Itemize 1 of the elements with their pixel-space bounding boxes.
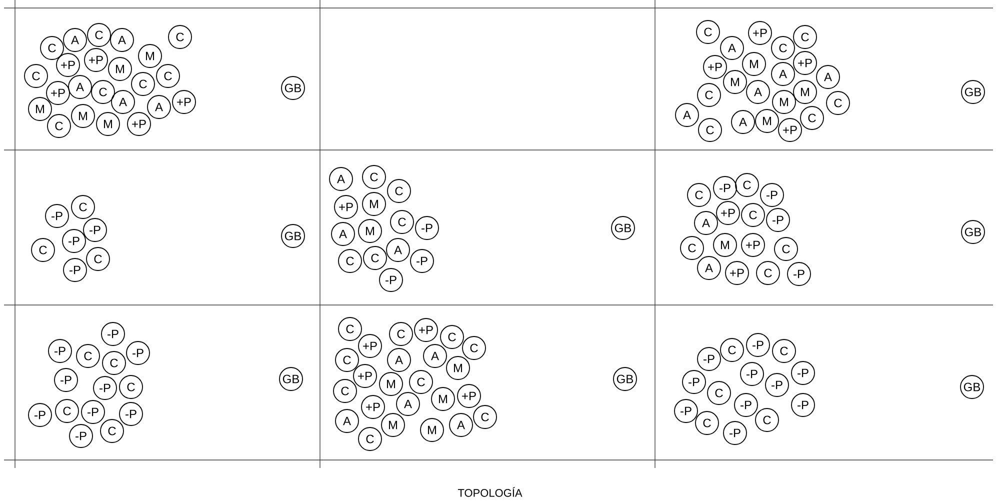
caption: TOPOLOGÍA: [458, 487, 522, 497]
